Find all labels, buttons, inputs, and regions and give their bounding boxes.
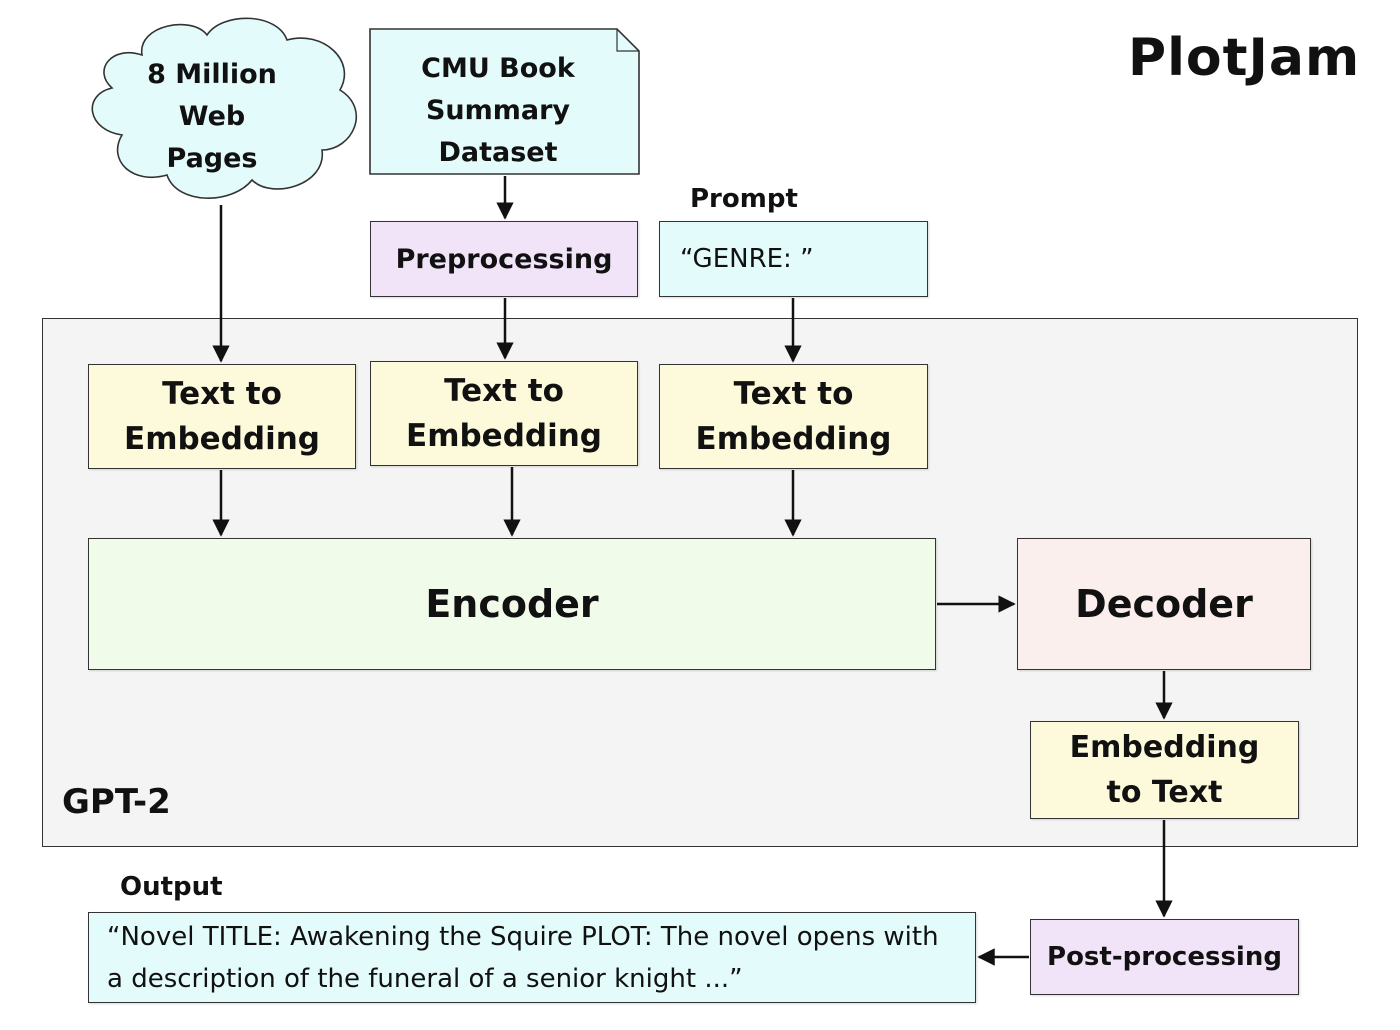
post-processing-box: Post-processing	[1030, 919, 1299, 995]
text-to-embedding-label: Text to Embedding	[695, 375, 892, 457]
post-processing-label: Post-processing	[1047, 942, 1282, 972]
embedding-to-text-box: Embedding to Text	[1030, 721, 1299, 819]
embedding-to-text-label: Embedding to Text	[1069, 730, 1260, 810]
output-label: Output	[120, 872, 223, 902]
prompt-value: “GENRE: ”	[680, 244, 814, 274]
web-pages-label: 8 Million Web Pages	[147, 59, 277, 174]
text-to-embedding-label: Text to Embedding	[406, 372, 602, 454]
output-text: “Novel TITLE: Awakening the Squire PLOT:…	[107, 921, 939, 994]
document-shape	[369, 28, 640, 175]
encoder-box: Encoder	[88, 538, 936, 670]
prompt-label: Prompt	[690, 184, 798, 214]
web-pages-cloud	[91, 17, 358, 199]
decoder-box: Decoder	[1017, 538, 1311, 670]
cmu-dataset-document	[369, 28, 640, 175]
text-to-embedding-web: Text to Embedding	[88, 364, 356, 469]
prompt-box: “GENRE: ”	[659, 221, 928, 297]
encoder-label: Encoder	[425, 582, 599, 626]
text-to-embedding-label: Text to Embedding	[124, 375, 320, 457]
output-box: “Novel TITLE: Awakening the Squire PLOT:…	[88, 912, 976, 1003]
decoder-label: Decoder	[1075, 582, 1253, 626]
document-fold	[616, 29, 639, 52]
cloud-shape	[91, 17, 358, 199]
preprocessing-box: Preprocessing	[370, 221, 638, 297]
diagram-title: PlotJam	[1128, 28, 1361, 88]
preprocessing-label: Preprocessing	[395, 243, 613, 275]
cmu-dataset-label: CMU Book Summary Dataset	[421, 53, 575, 168]
text-to-embedding-prompt: Text to Embedding	[659, 364, 928, 469]
gpt2-label: GPT-2	[62, 782, 171, 822]
text-to-embedding-dataset: Text to Embedding	[370, 361, 638, 466]
